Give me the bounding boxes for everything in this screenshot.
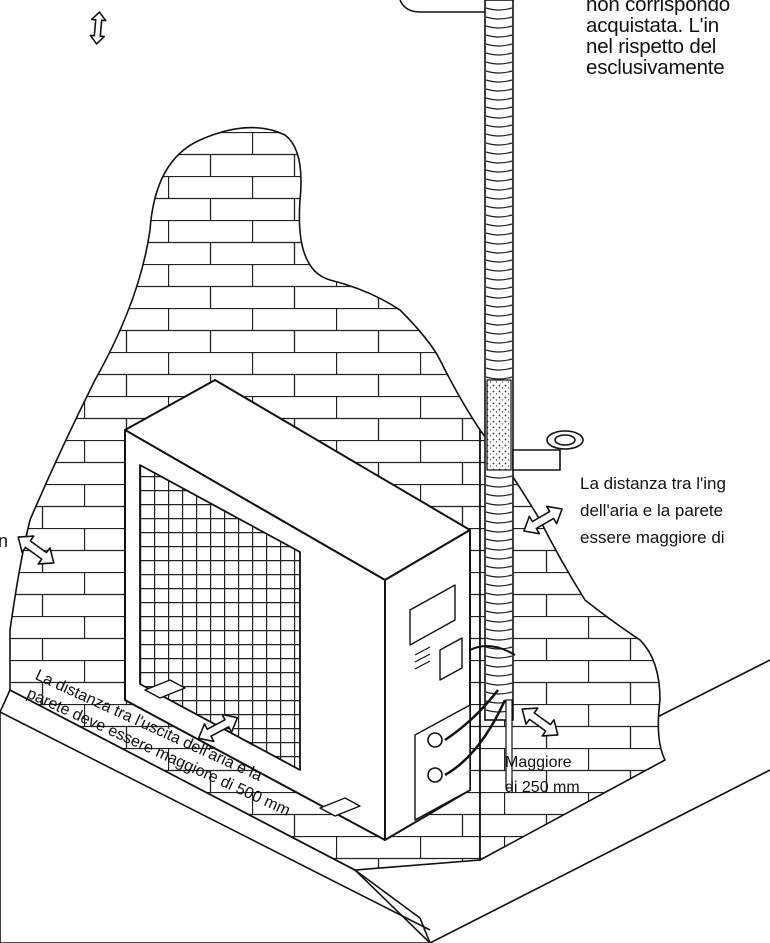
pipe-ring: [485, 592, 513, 596]
pipe-ring: [485, 205, 513, 209]
pipe-ring: [485, 673, 513, 677]
pipe-ring: [485, 295, 513, 299]
top-note-line: esclusivamente: [586, 56, 725, 79]
pipe-ring: [485, 619, 513, 623]
inlet-label-line: dell'aria e la parete: [580, 501, 724, 520]
fan-grill: [139, 464, 301, 771]
inlet-label-line: La distanza tra l'ing: [580, 474, 726, 493]
pipe-strap: [469, 645, 516, 656]
drain-hose: [505, 699, 513, 789]
pipe-ring: [485, 574, 513, 578]
pipe-ring: [485, 160, 513, 164]
pipe-ring: [485, 259, 513, 263]
pipe-ring: [485, 241, 513, 245]
pipe-ring: [485, 151, 513, 155]
pipe-ring: [485, 322, 513, 326]
pipe-ring: [485, 142, 513, 146]
pipe-ring: [485, 331, 513, 335]
pipe-ring: [485, 547, 513, 551]
pipe-ring: [485, 16, 513, 20]
pipe-ring: [485, 628, 513, 632]
pipe-ring: [485, 25, 513, 29]
pipe-ring: [485, 493, 513, 497]
pipe-ring: [485, 538, 513, 542]
pipe-ring: [485, 70, 513, 74]
side-clearance-label: n: [0, 531, 9, 551]
pipe-wall-sleeve: [486, 379, 512, 471]
pipe-ring: [485, 268, 513, 272]
pipe-ring: [485, 169, 513, 173]
pipe-ring: [485, 223, 513, 227]
pipe-ring: [485, 646, 513, 650]
valve-cover: [439, 637, 463, 681]
pipe-ring: [485, 664, 513, 668]
pipe-label-line: Maggiore: [505, 754, 572, 771]
pipe-ring: [485, 178, 513, 182]
pipe-ring: [485, 511, 513, 515]
refrigerant-pipe: [399, 0, 514, 721]
pipe-ring: [485, 97, 513, 101]
pipe-ring: [485, 610, 513, 614]
inlet-clearance-label: La distanza tra l'ing dell'aria e la par…: [580, 470, 726, 551]
pipe-ring: [485, 214, 513, 218]
pipe-ring: [485, 304, 513, 308]
arrow-left-wall: [17, 535, 55, 565]
pipe-ring: [485, 340, 513, 344]
pipe-ring: [485, 7, 513, 11]
pipe-ring: [485, 250, 513, 254]
pipe-ring: [485, 124, 513, 128]
outdoor-ac-unit: [124, 379, 507, 841]
pipe-ring: [485, 277, 513, 281]
pipe-ring: [485, 196, 513, 200]
pipe-ring: [485, 358, 513, 362]
pipe-ring: [485, 232, 513, 236]
pipe-ring: [485, 133, 513, 137]
arrow-outlet: [197, 713, 239, 743]
pipe-ring: [485, 34, 513, 38]
top-note-line: non corrispondo: [586, 0, 731, 16]
pipe-ring: [485, 349, 513, 353]
pipe-ring: [485, 367, 513, 371]
pipe-ring: [485, 583, 513, 587]
pipe-ring: [485, 88, 513, 92]
pipe-ring: [485, 61, 513, 65]
arrow-top-vertical: [89, 11, 107, 45]
pipe-ring: [485, 520, 513, 524]
pipe-clearance-label: Maggiore di 250 mm: [505, 750, 580, 800]
unit-foot-right: [319, 797, 361, 817]
pipe-ring: [485, 682, 513, 686]
pipe-ring: [485, 475, 513, 479]
pipe-ring: [485, 115, 513, 119]
pipe-ring: [485, 79, 513, 83]
pipe-ring: [485, 637, 513, 641]
pipe-ring: [485, 187, 513, 191]
pipe-ring: [485, 52, 513, 56]
pipe-ring: [485, 484, 513, 488]
pipe-label-line: di 250 mm: [505, 779, 580, 796]
unit-foot-left: [144, 679, 186, 699]
pipe-ring: [485, 43, 513, 47]
inlet-label-line: essere maggiore di: [580, 528, 725, 547]
pipe-ring: [485, 601, 513, 605]
pipe-ring: [485, 565, 513, 569]
pipe-ring: [485, 655, 513, 659]
top-note-line: nel rispetto del: [586, 35, 717, 58]
service-valves: [414, 704, 471, 821]
pipe-ring: [485, 313, 513, 317]
pipe-ring: [485, 376, 513, 380]
brick-wall-right: [479, 427, 667, 862]
pipe-ring: [485, 286, 513, 290]
pipe-ring: [485, 691, 513, 695]
top-note-line: acquistata. L'in: [586, 14, 719, 37]
arrow-pipe-clearance: [521, 707, 559, 737]
unit-label-plate: [409, 584, 456, 646]
pipe-ring: [485, 556, 513, 560]
pipe-ring: [485, 106, 513, 110]
arrow-inlet: [523, 505, 563, 535]
pipe-bracket: [512, 430, 584, 471]
pipe-ring: [485, 529, 513, 533]
pipe-ring: [485, 502, 513, 506]
top-note-text: non corrispondo acquistata. L'in nel ris…: [586, 0, 730, 78]
